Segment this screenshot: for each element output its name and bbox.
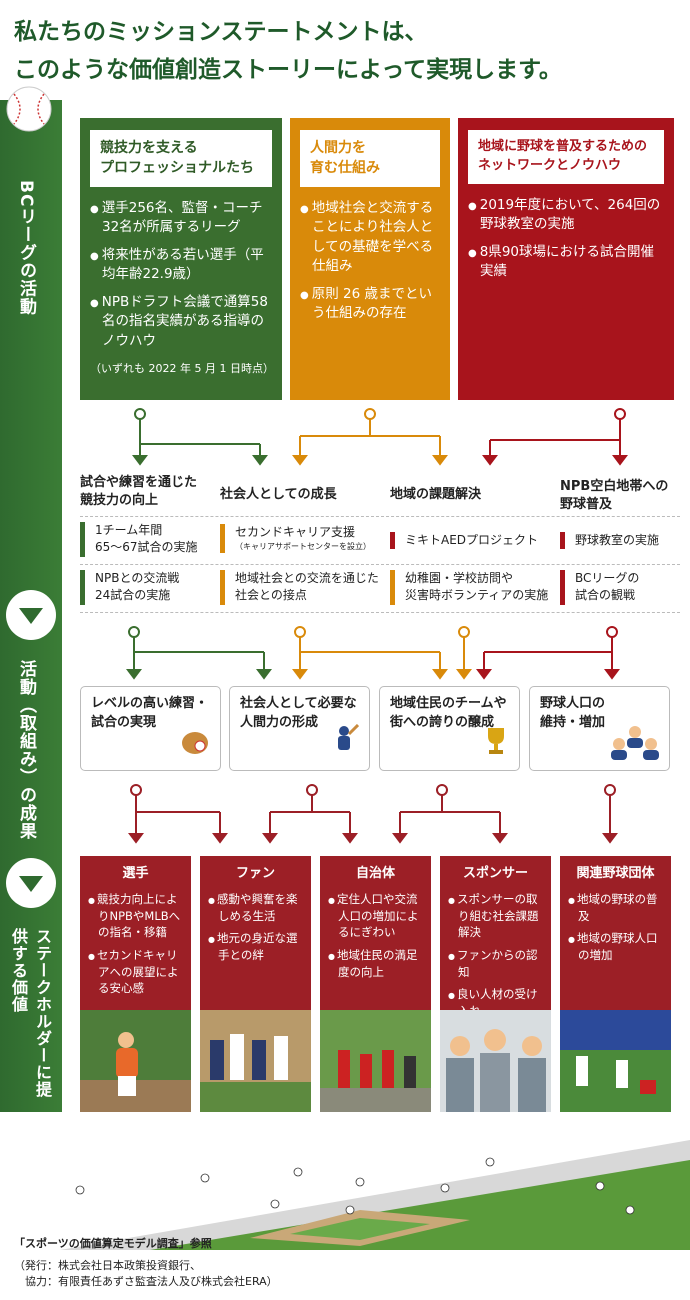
stakeholder-name: ファン xyxy=(235,866,275,881)
outcome-label: 社会人として必要な 人間力の形成 xyxy=(240,696,357,730)
connector-lines-top xyxy=(132,408,628,466)
column-head: 人間力を 育む仕組み xyxy=(300,130,440,187)
connector-lines-middle xyxy=(126,626,620,680)
outcome-card: レベルの高い練習・ 試合の実現 xyxy=(80,686,221,771)
category-title: NPB空白地帯への 野球普及 xyxy=(560,479,669,513)
list-item: 感動や興奮を楽しめる生活 xyxy=(208,891,305,924)
category-item: NPBとの交流戦 24試合の実施 xyxy=(80,570,212,605)
trophy-icon xyxy=(488,728,504,754)
community-photo xyxy=(320,1010,431,1112)
list-item: 選手256名、監督・コーチ32名が所属するリーグ xyxy=(90,199,272,238)
sidebar-section-results: 活動（取組み）の成果 xyxy=(16,660,36,840)
list-item: ファンからの認知 xyxy=(448,947,545,980)
outcome-card: 社会人として必要な 人間力の形成 xyxy=(229,686,370,771)
baseball-org-photo xyxy=(560,1010,671,1112)
sidebar-section-activities: BCリーグの活動 xyxy=(16,180,36,316)
category-item: 野球教室の実施 xyxy=(560,532,680,550)
footer-reference: 「スポーツの価値算定モデル調査」参照 xyxy=(14,1237,212,1250)
batter-icon xyxy=(338,724,359,750)
column-professionals: 競技力を支える プロフェッショナルたち 選手256名、監督・コーチ32名が所属す… xyxy=(80,118,282,400)
baseball-field-illustration xyxy=(60,1140,690,1250)
divider xyxy=(80,564,680,565)
category-item: 1チーム年間 65〜67試合の実施 xyxy=(80,522,212,557)
people-icon xyxy=(611,726,659,760)
fans-photo xyxy=(200,1010,311,1112)
category-item: ミキトAEDプロジェクト xyxy=(390,532,540,550)
connector-lines-bottom xyxy=(128,784,618,844)
stakeholder-card: 自治体 定住人口や交流人口の増加によるにぎわい 地域住民の満足度の向上 xyxy=(320,856,431,1112)
down-arrow-icon xyxy=(6,858,56,908)
outcome-label: 地域住民のチームや 街への誇りの醸成 xyxy=(390,696,507,730)
stakeholder-name: 関連野球団体 xyxy=(576,866,655,881)
sidebar-section-stakeholder-value: ステークホルダーに提供する価値 xyxy=(9,928,52,1098)
column-head: 競技力を支える プロフェッショナルたち xyxy=(90,130,272,187)
column-head: 地域に野球を普及するための ネットワークとノウハウ xyxy=(468,130,664,184)
list-item: 地元の身近な選手との絆 xyxy=(208,930,305,963)
stakeholder-card: ファン 感動や興奮を楽しめる生活 地元の身近な選手との絆 xyxy=(200,856,311,1112)
stakeholder-card: スポンサー スポンサーの取り組む社会課題解決 ファンからの認知 良い人材の受け入… xyxy=(440,856,551,1112)
list-item: 地域住民の満足度の向上 xyxy=(328,947,425,980)
list-item: 2019年度において、264回の野球教室の実施 xyxy=(468,196,664,235)
outcome-label: レベルの高い練習・ 試合の実現 xyxy=(91,696,209,730)
stakeholder-name: 選手 xyxy=(122,866,149,881)
outcome-card: 野球人口の 維持・増加 xyxy=(529,686,670,771)
list-item: 競技力向上によりNPBやMLBへの指名・移籍 xyxy=(88,891,185,941)
stakeholder-name: スポンサー xyxy=(462,866,528,881)
footer-cooperation: 協力：有限責任あずさ監査法人及び株式会社ERA） xyxy=(14,1275,278,1288)
category-item: 地域社会との交流を通じた 社会との接点 xyxy=(220,570,386,605)
footer-publisher: （発行：株式会社日本政策投資銀行、 xyxy=(14,1259,201,1272)
outcome-label: 野球人口の 維持・増加 xyxy=(540,696,606,730)
down-arrow-icon xyxy=(6,590,56,640)
category-item: 幼稚園・学校訪問や 災害時ボランティアの実施 xyxy=(390,570,552,605)
list-item: 地域の野球人口の増加 xyxy=(568,930,665,963)
page-title-line1: 私たちのミッションステートメントは、 xyxy=(14,19,428,45)
category-title: 試合や練習を通じた 競技力の向上 xyxy=(80,475,198,509)
category-title: 地域の課題解決 xyxy=(390,487,482,502)
outcome-card: 地域住民のチームや 街への誇りの醸成 xyxy=(379,686,520,771)
list-item: 定住人口や交流人口の増加によるにぎわい xyxy=(328,891,425,941)
stakeholder-name: 自治体 xyxy=(355,866,395,881)
list-item: 地域社会と交流することにより社会人としての基礎を学べる仕組み xyxy=(300,199,440,277)
glove-icon xyxy=(182,732,208,754)
column-note: （いずれも 2022 年 5 月 1 日時点） xyxy=(90,361,274,375)
sponsor-photo xyxy=(440,1010,551,1112)
divider xyxy=(80,612,680,613)
baseball-icon xyxy=(6,86,52,132)
list-item: 地域の野球の普及 xyxy=(568,891,665,924)
stakeholder-card: 選手 競技力向上によりNPBやMLBへの指名・移籍 セカンドキャリアへの展望によ… xyxy=(80,856,191,1112)
list-item: 将来性がある若い選手（平均年齢22.9歳） xyxy=(90,246,272,285)
category-title: 社会人としての成長 xyxy=(220,487,337,502)
list-item: NPBドラフト会議で通算58名の指名実績がある指導のノウハウ xyxy=(90,293,272,352)
divider xyxy=(80,516,680,517)
player-photo xyxy=(80,1010,191,1112)
column-network: 地域に野球を普及するための ネットワークとノウハウ 2019年度において、264… xyxy=(458,118,674,400)
list-item: 8県90球場における試合開催実績 xyxy=(468,243,664,282)
stakeholder-card: 関連野球団体 地域の野球の普及 地域の野球人口の増加 xyxy=(560,856,671,1112)
list-item: スポンサーの取り組む社会課題解決 xyxy=(448,891,545,941)
list-item: 原則 26 歳までという仕組みの存在 xyxy=(300,285,440,324)
list-item: セカンドキャリアへの展望による安心感 xyxy=(88,947,185,997)
page-title-line2: このような価値創造ストーリーによって実現します。 xyxy=(14,57,562,83)
column-human-skills: 人間力を 育む仕組み 地域社会と交流することにより社会人としての基礎を学べる仕組… xyxy=(290,118,450,400)
category-item: セカンドキャリア支援（キャリアサポートセンターを設立） xyxy=(220,524,380,553)
category-item: BCリーグの 試合の観戦 xyxy=(560,570,680,605)
